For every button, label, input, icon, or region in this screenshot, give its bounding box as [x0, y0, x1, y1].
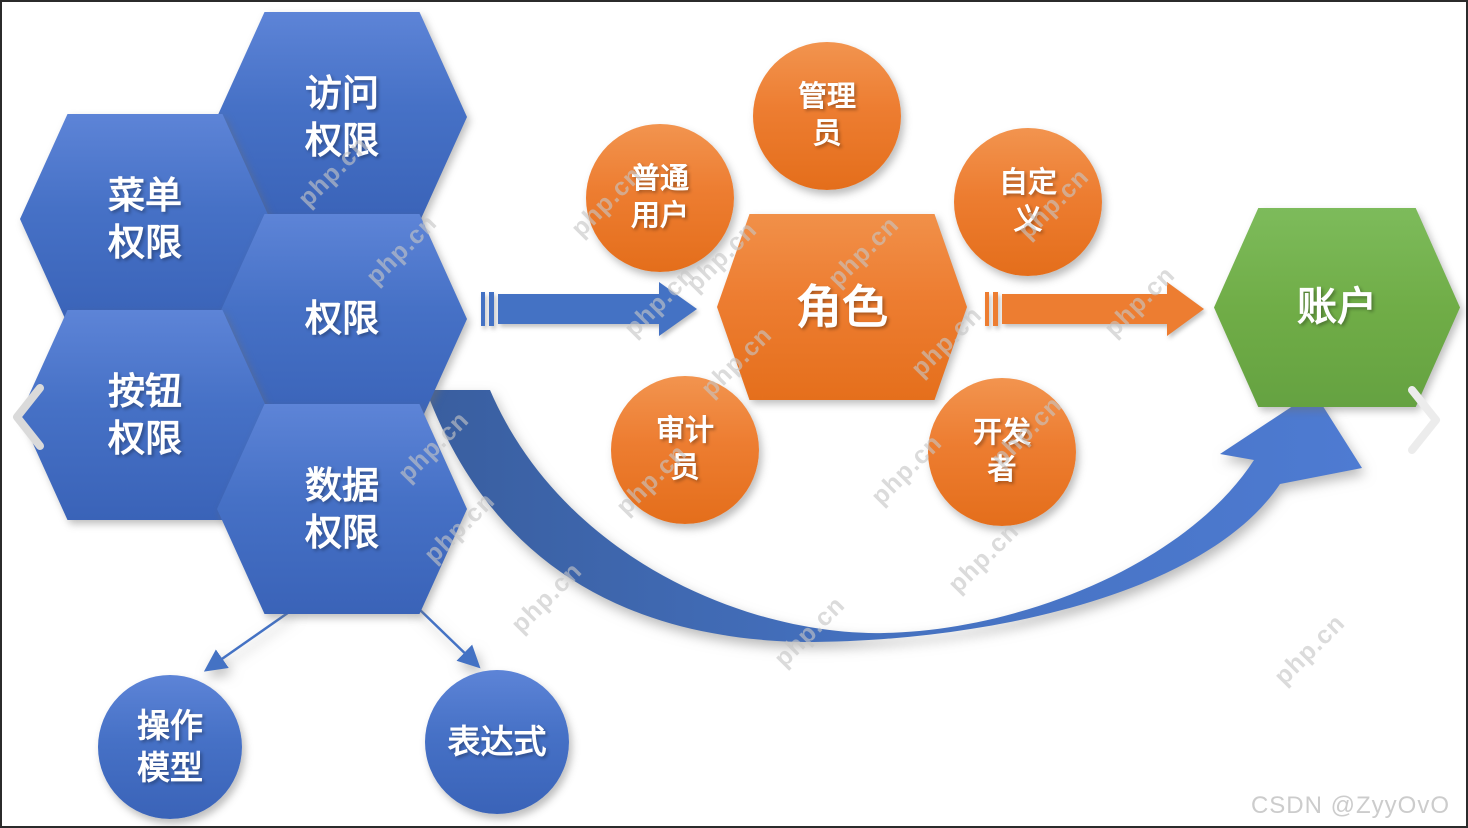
prev-arrow[interactable]: [12, 384, 46, 452]
php-watermark: php.cn: [942, 516, 1025, 599]
expression-label: 表达式: [447, 722, 547, 760]
next-arrow[interactable]: [1406, 386, 1442, 454]
hexagon-permission: 权限: [217, 214, 467, 424]
account-label: 账户: [1297, 284, 1377, 329]
php-watermark: php.cn: [505, 556, 588, 639]
data-permission-to-account-curved-arrow: [426, 390, 1362, 642]
php-watermark: php.cn: [1268, 608, 1351, 691]
operation-model-label: 操作 模型: [137, 706, 203, 786]
hexagon-menu-permission: 菜单 权限: [20, 114, 270, 324]
auditor-label: 审计 员: [655, 414, 714, 484]
php-watermark: php.cn: [768, 590, 851, 673]
role-label: 角色: [796, 280, 888, 333]
chevron-right-icon: [1408, 386, 1440, 454]
hexagon-access-permission: 访问 权限: [217, 12, 467, 222]
circle-custom: 自定 义: [954, 128, 1102, 276]
csdn-credit: CSDN @ZyyOvO: [1250, 792, 1450, 819]
button-permission-label: 按钮 权限: [108, 370, 182, 459]
data-to-expression-arrow: [416, 606, 481, 669]
data-permission-label: 数据 权限: [305, 464, 379, 553]
circle-auditor: 审计 员: [611, 376, 759, 524]
circle-developer: 开发 者: [928, 378, 1076, 526]
menu-permission-label: 菜单 权限: [108, 174, 182, 263]
developer-label: 开发 者: [972, 416, 1031, 486]
circle-expression: 表达式: [425, 670, 569, 814]
circle-operation-model: 操作 模型: [98, 675, 242, 819]
circle-admin: 管理 员: [753, 42, 901, 190]
admin-label: 管理 员: [797, 80, 856, 150]
permission-label: 权限: [305, 298, 379, 340]
permission-to-role-arrow: [481, 282, 697, 336]
circle-ordinary-user: 普通 用户: [586, 124, 734, 272]
role-to-account-arrow: [985, 282, 1204, 336]
hexagon-account: 账户: [1214, 208, 1460, 407]
hexagon-data-permission: 数据 权限: [217, 404, 467, 614]
custom-label: 自定 义: [998, 166, 1057, 236]
access-permission-label: 访问 权限: [305, 72, 379, 161]
ordinary-user-label: 普通 用户: [630, 162, 689, 232]
hexagon-role: 角色: [717, 214, 967, 400]
chevron-left-icon: [13, 384, 44, 450]
data-to-operation-model-arrow: [203, 608, 293, 672]
